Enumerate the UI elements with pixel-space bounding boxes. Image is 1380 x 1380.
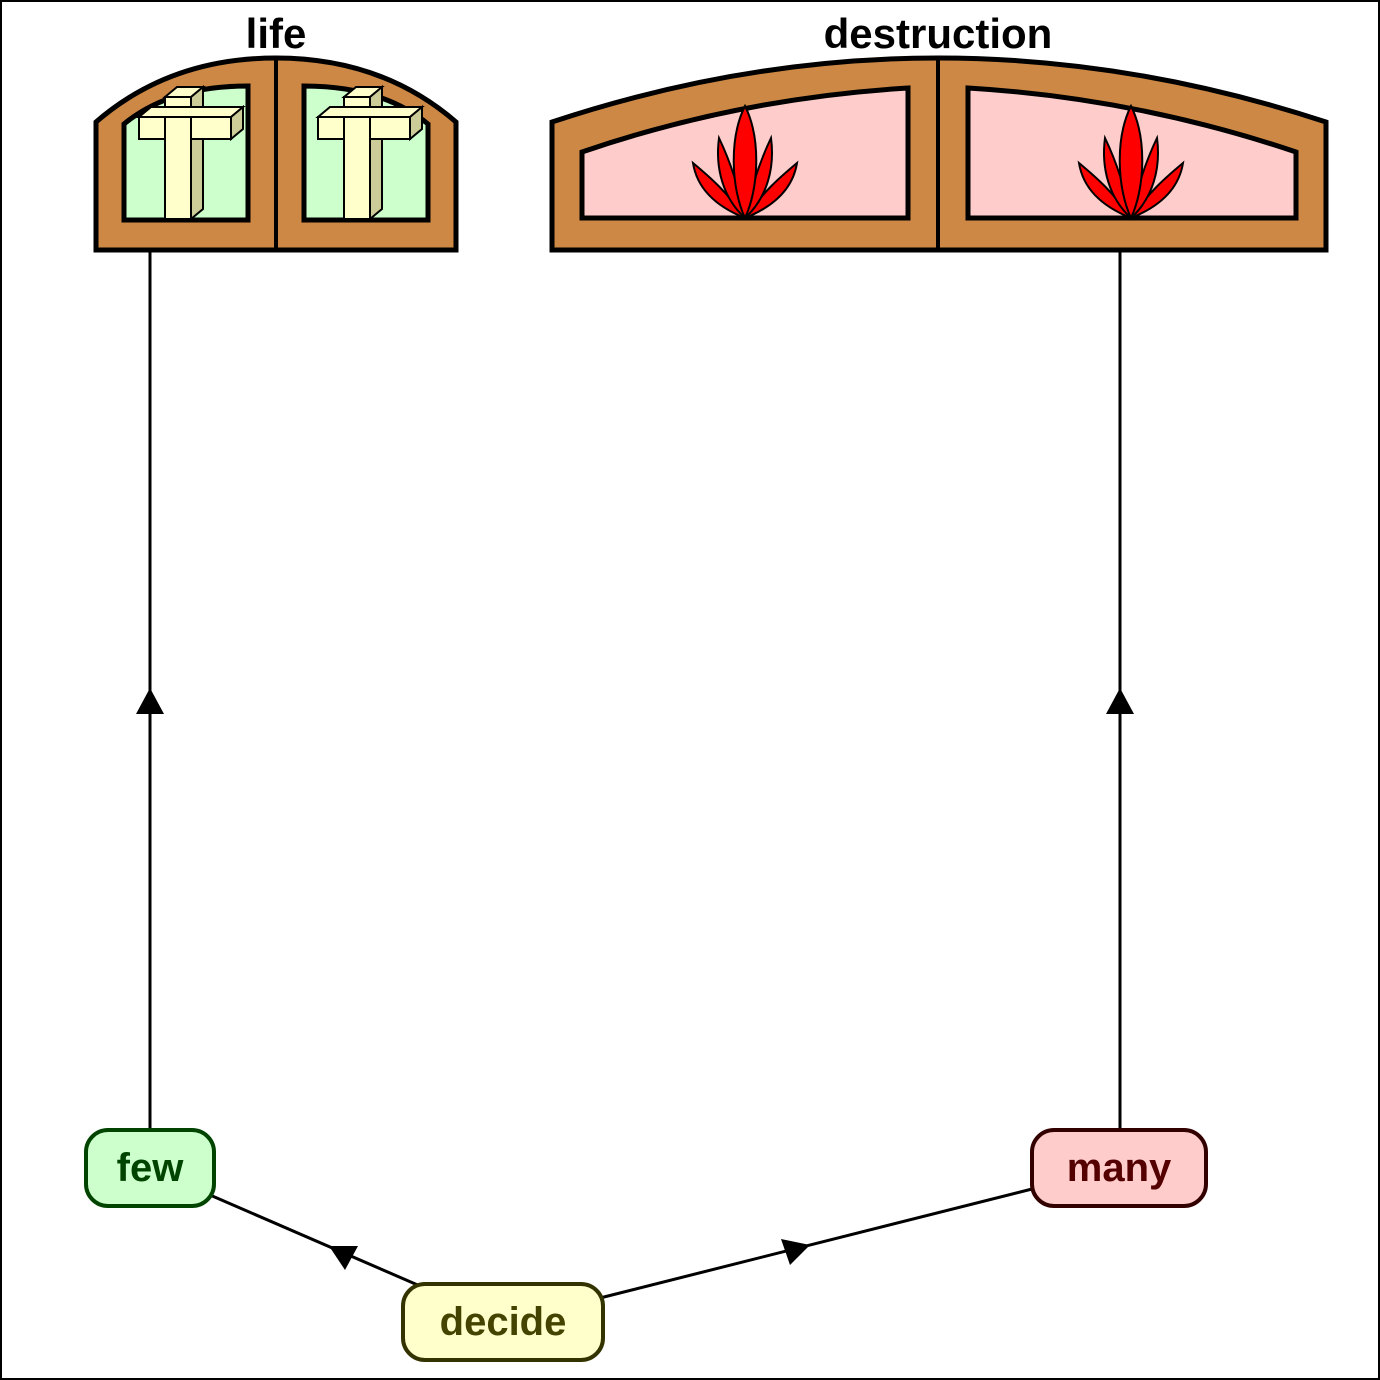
edge-decide-to-many (599, 1186, 1037, 1300)
wide-gate-destruction (549, 55, 1329, 253)
gate-label-life: life (246, 10, 307, 57)
edge-many-to-destruction (1106, 252, 1134, 1130)
node-many-label: many (1067, 1146, 1172, 1190)
narrow-gate-life (93, 55, 459, 253)
edge-few-to-life (136, 252, 164, 1130)
node-decide-label: decide (440, 1300, 567, 1344)
node-few-label: few (117, 1146, 185, 1190)
edge-decide-to-few (209, 1193, 421, 1288)
node-many: many (1030, 1128, 1208, 1208)
gate-label-destruction: destruction (824, 10, 1053, 57)
node-decide: decide (401, 1282, 605, 1362)
node-few: few (84, 1128, 216, 1208)
